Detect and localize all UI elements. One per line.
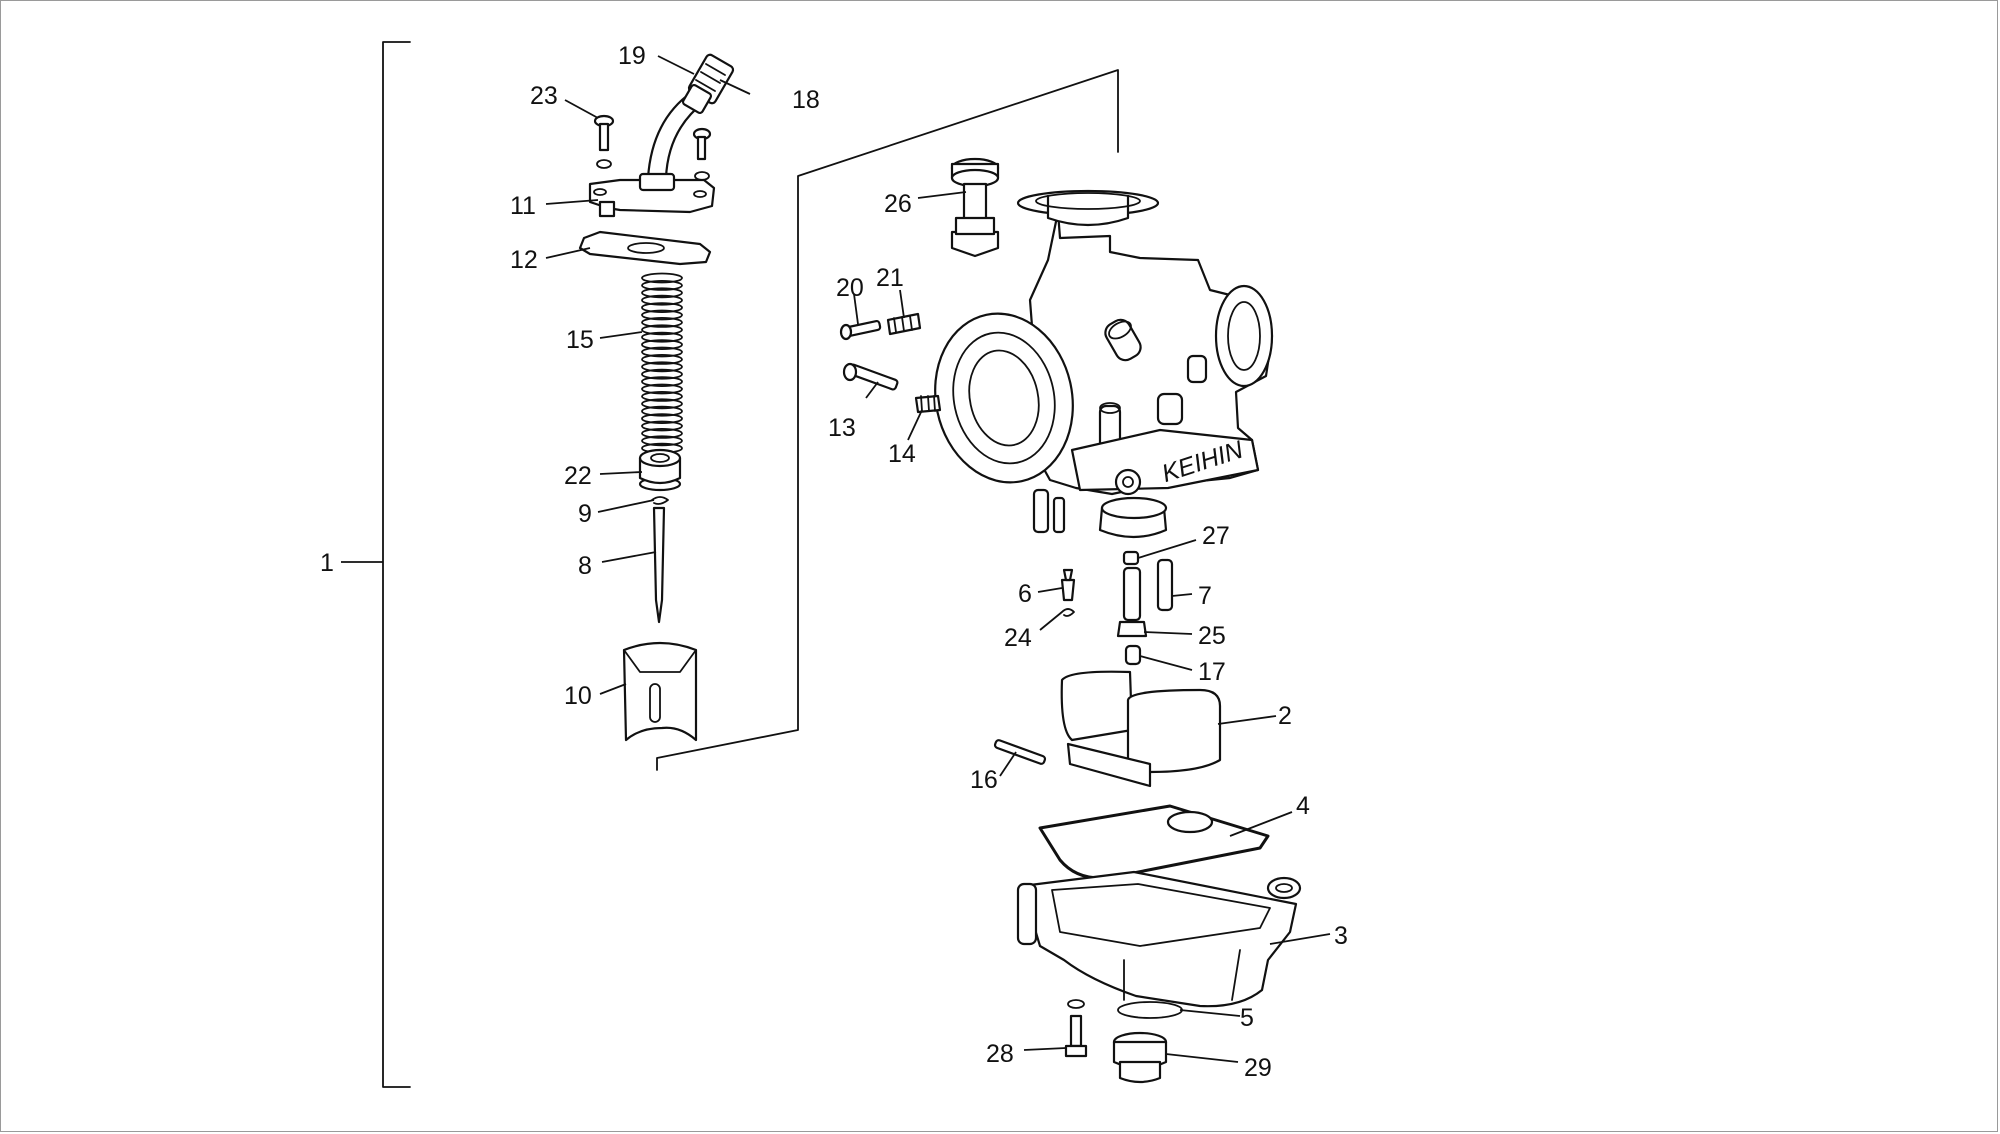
spring-coil — [641, 294, 683, 306]
spring-coil — [641, 398, 683, 410]
callout-13: 13 — [828, 414, 856, 442]
callout-20: 20 — [836, 274, 864, 302]
spring-coil — [641, 331, 683, 343]
callout-22: 22 — [564, 462, 592, 490]
carb-top-plate — [588, 172, 716, 218]
needle-retainer — [638, 448, 682, 492]
spring-coil — [641, 390, 683, 402]
spring-coil — [641, 287, 683, 299]
spring-coil — [641, 346, 683, 358]
spring-coil — [641, 361, 683, 373]
jets — [1060, 550, 1174, 666]
callout-15: 15 — [566, 326, 594, 354]
callout-10: 10 — [564, 682, 592, 710]
spring-coil — [641, 427, 683, 439]
callout-labels: 1 2 3 4 5 6 7 8 9 10 11 12 13 14 15 16 1… — [320, 42, 1348, 1082]
spring-coil — [641, 413, 683, 425]
callout-9: 9 — [578, 500, 592, 528]
top-screws — [593, 114, 712, 181]
group-outline — [656, 69, 1119, 771]
drain-oring — [1117, 1001, 1183, 1019]
float-assembly — [993, 670, 1222, 788]
spring-coil — [641, 309, 683, 321]
callout-27: 27 — [1202, 522, 1230, 550]
spring-coil — [641, 435, 683, 447]
callout-29: 29 — [1244, 1054, 1272, 1082]
leader-lines — [545, 55, 1331, 1063]
callout-18: 18 — [792, 86, 820, 114]
float-bowl-gasket — [1038, 804, 1270, 880]
bowl-screw — [1064, 999, 1088, 1058]
callout-2: 2 — [1278, 702, 1292, 730]
throttle-spring — [641, 272, 683, 454]
callout-24: 24 — [1004, 624, 1032, 652]
spring-coil — [641, 324, 683, 336]
spring-coil — [641, 316, 683, 328]
jet-needle — [652, 506, 666, 624]
callout-7: 7 — [1198, 582, 1212, 610]
spring-coil — [641, 376, 683, 388]
callout-25: 25 — [1198, 622, 1226, 650]
callout-6: 6 — [1018, 580, 1032, 608]
top-gasket — [578, 230, 712, 266]
assembly-bracket — [382, 41, 411, 1088]
cable-elbow — [646, 53, 735, 180]
callout-1: 1 — [320, 549, 334, 577]
needle-clip — [651, 496, 669, 505]
callout-12: 12 — [510, 246, 538, 274]
spring-coil — [641, 279, 683, 291]
callout-26: 26 — [884, 190, 912, 218]
choke-plunger — [950, 157, 1000, 258]
float-bowl — [1016, 870, 1302, 1008]
callout-8: 8 — [578, 552, 592, 580]
spring-coil — [641, 272, 683, 284]
callout-19: 19 — [618, 42, 646, 70]
spring-coil — [641, 302, 683, 314]
callout-14: 14 — [888, 440, 916, 468]
spring-coil — [641, 339, 683, 351]
callout-16: 16 — [970, 766, 998, 794]
callout-11: 11 — [510, 192, 536, 220]
spring-coil — [641, 368, 683, 380]
spring-coil — [641, 353, 683, 365]
callout-3: 3 — [1334, 922, 1348, 950]
callout-28: 28 — [986, 1040, 1014, 1068]
spring-coil — [641, 383, 683, 395]
callout-21: 21 — [876, 264, 904, 292]
callout-23: 23 — [530, 82, 558, 110]
callout-4: 4 — [1296, 792, 1310, 820]
spring-coil — [641, 405, 683, 417]
drain-plug — [1112, 1031, 1168, 1084]
spring-coil — [641, 420, 683, 432]
callout-17: 17 — [1198, 658, 1226, 686]
callout-5: 5 — [1240, 1004, 1254, 1032]
idle-screws — [839, 312, 942, 414]
throttle-slide — [622, 641, 698, 742]
